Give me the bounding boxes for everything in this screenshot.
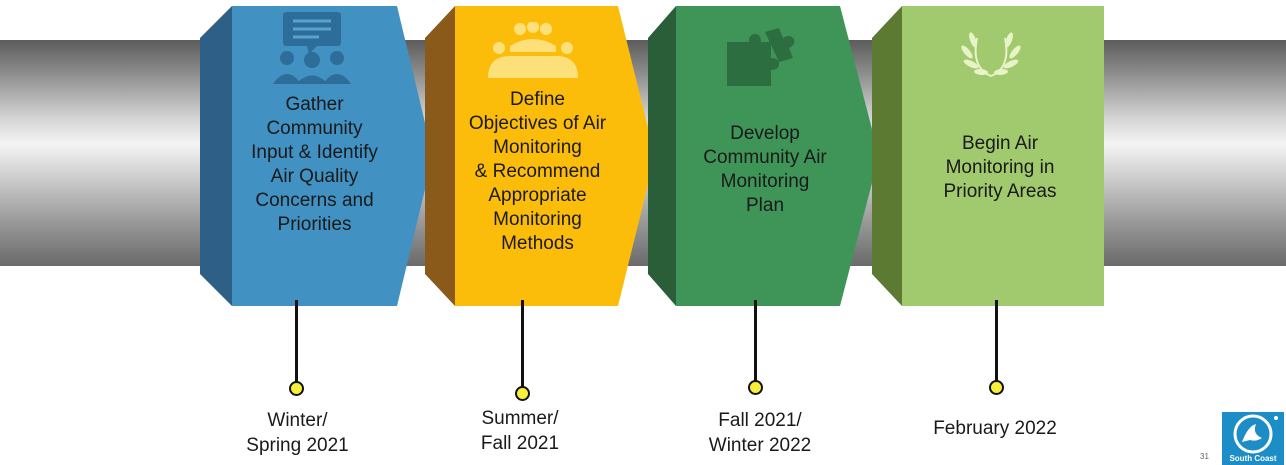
- step-2-connector: [521, 300, 524, 388]
- step-1-connector: [295, 300, 298, 384]
- step-3-chevron: [648, 6, 879, 306]
- step-2-date: Summer/ Fall 2021: [480, 408, 560, 454]
- step-1-marker: [289, 381, 304, 396]
- step-1-date: Winter/ Spring 2021: [246, 410, 349, 456]
- people-chat-icon: [273, 12, 351, 84]
- south-coast-aqmd-logo: [1222, 412, 1284, 465]
- laurel-wreath-icon: [961, 32, 1021, 78]
- step-2-chevron: [425, 6, 655, 306]
- step-4-marker: [989, 380, 1004, 395]
- step-4-text: Begin Air Monitoring in Priority Areas: [943, 133, 1057, 202]
- step-2-marker: [515, 386, 530, 401]
- step-1-text: Gather Community Input & Identify Air Qu…: [251, 94, 378, 235]
- step-4-connector: [995, 300, 998, 383]
- logo-text: South Coast: [1229, 454, 1277, 463]
- meeting-group-icon: [488, 22, 578, 78]
- step-3-connector: [754, 300, 757, 383]
- step-3-text: Develop Community Air Monitoring Plan: [703, 123, 827, 216]
- puzzle-icon: [727, 28, 795, 86]
- step-4-date: February 2022: [933, 418, 1057, 439]
- step-2-text: Define Objectives of Air Monitoring & Re…: [468, 89, 607, 254]
- step-3-date: Fall 2021/ Winter 2022: [708, 410, 812, 456]
- step-4-chevron: [872, 6, 1104, 306]
- page-number: 31: [1200, 452, 1209, 461]
- step-3-marker: [748, 380, 763, 395]
